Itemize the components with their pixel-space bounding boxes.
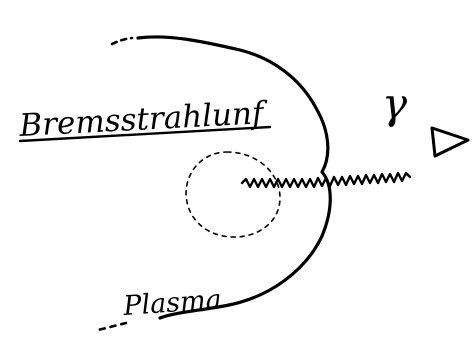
- plasma-boundary-arc: [138, 37, 330, 318]
- bremsstrahlung-label: Bremsstrahlunf: [18, 95, 270, 144]
- nucleus-dashed-circle: [186, 152, 280, 237]
- plasma-boundary-top-dashed: [112, 38, 132, 44]
- gamma-label: γ: [382, 79, 408, 128]
- plasma-boundary-bottom-dashed: [94, 323, 126, 331]
- plasma-label: Plasma: [121, 284, 222, 322]
- photon-emission: [242, 128, 468, 187]
- photon-arrowhead: [432, 128, 468, 156]
